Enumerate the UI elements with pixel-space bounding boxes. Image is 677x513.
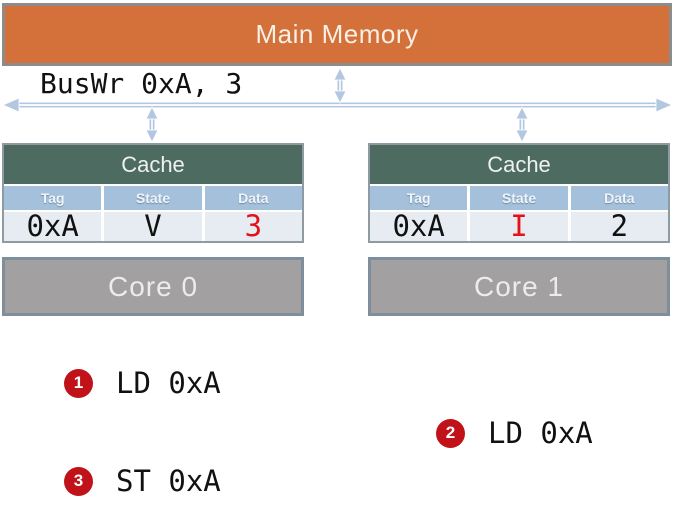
cache1-data-value: 2 [570, 212, 668, 241]
cache1-table: Cache Tag State Data 0xA I 2 [368, 143, 670, 243]
cache0-title: Cache [4, 145, 302, 184]
cache0-column-headers: Tag State Data [4, 186, 302, 210]
bus-horizontal-arrow [2, 97, 673, 113]
core1-box: Core 1 [368, 257, 670, 316]
bus-cache0-arrow [145, 106, 159, 143]
main-memory-label: Main Memory [255, 19, 419, 49]
cache0-data-row: 0xA V 3 [4, 212, 302, 241]
operation-3-badge: 3 [64, 466, 93, 496]
operation-3-label: ST 0xA [116, 464, 221, 498]
bus-cache1-arrow [515, 106, 529, 143]
cache0-col-tag: Tag [4, 186, 102, 210]
operation-2-label: LD 0xA [488, 416, 593, 450]
cache1-column-headers: Tag State Data [370, 186, 668, 210]
cache1-tag-value: 0xA [370, 212, 468, 241]
cache0-col-state: State [104, 186, 202, 210]
operation-1-badge: 1 [64, 368, 93, 398]
cache0-table: Cache Tag State Data 0xA V 3 [2, 143, 304, 243]
operation-1: 1 LD 0xA [64, 366, 221, 400]
cache0-tag-value: 0xA [4, 212, 102, 241]
cache1-state-value: I [470, 212, 568, 241]
bus-transaction-label: BusWr 0xA, 3 [40, 67, 243, 100]
cache1-col-state: State [470, 186, 568, 210]
core1-label: Core 1 [473, 270, 565, 302]
cache1-col-data: Data [570, 186, 668, 210]
main-memory-box: Main Memory [2, 3, 672, 66]
core0-box: Core 0 [2, 257, 304, 316]
cache1-title: Cache [370, 145, 668, 184]
operation-2: 2 LD 0xA [436, 416, 593, 450]
memory-bus-arrow [333, 67, 347, 104]
cache1-col-tag: Tag [370, 186, 468, 210]
operation-3: 3 ST 0xA [64, 464, 221, 498]
operation-2-badge: 2 [436, 418, 465, 448]
core0-label: Core 0 [107, 270, 199, 302]
operation-1-label: LD 0xA [116, 366, 221, 400]
cache0-data-value: 3 [204, 212, 302, 241]
cache0-state-value: V [104, 212, 202, 241]
cache0-col-data: Data [204, 186, 302, 210]
cache1-data-row: 0xA I 2 [370, 212, 668, 241]
